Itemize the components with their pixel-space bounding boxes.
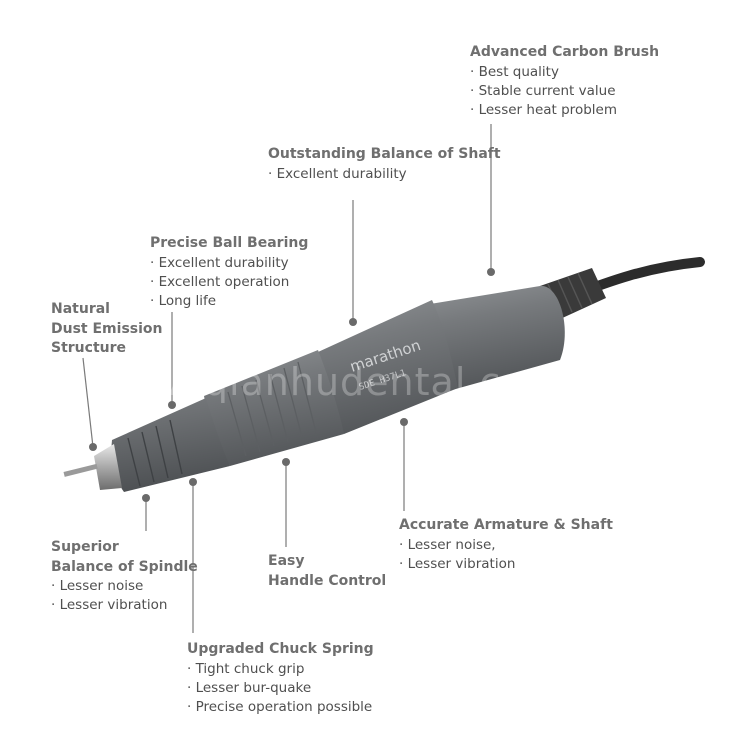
leader-dot [400,418,408,426]
callout-bullet: Best quality [470,63,659,82]
callout-leaders [82,124,495,633]
callout-title-line: Balance of Spindle [51,558,198,575]
callout-bullets: Best qualityStable current valueLesser h… [470,63,659,120]
callout-bullet: Excellent durability [268,165,501,184]
callout-bullet: Lesser noise, [399,536,613,555]
watermark: www.qianhudental.com [98,360,564,404]
callout-bullets: Lesser noiseLesser vibration [51,577,198,615]
callout-title-line: Natural [51,301,110,317]
leader-dot [168,401,176,409]
callout-bullets: Lesser noise,Lesser vibration [399,536,613,574]
callout-bullets: Excellent durability [268,165,501,184]
leader-line [82,357,94,448]
callout-title-line: Handle Control [268,572,387,589]
callout-bullet: Lesser vibration [399,555,613,574]
callout-bullet: Tight chuck grip [187,660,374,679]
leader-dot [142,494,150,502]
leader-dot [89,443,97,451]
callout-title-line: Structure [51,340,127,356]
collet [94,444,122,490]
leader-dot [487,268,495,276]
motor-body [318,300,458,434]
callout-bullet: Lesser noise [51,577,198,596]
grip-grooves [227,361,317,457]
callout-bullet: Precise operation possible [187,698,374,717]
callout-bullet: Excellent durability [150,254,308,273]
callout-shaft-balance: Outstanding Balance of Shaft Excellent d… [268,145,501,184]
grip-section [204,350,344,466]
leader-dot [189,478,197,486]
callout-carbon-brush: Advanced Carbon Brush Best qualityStable… [470,43,659,120]
callout-title-line: Superior [51,539,119,555]
callout-bullets: Excellent durabilityExcellent operationL… [150,254,308,311]
leader-dot [349,318,357,326]
leader-dot [282,458,290,466]
callout-title: Accurate Armature & Shaft [399,516,613,536]
callout-title: Upgraded Chuck Spring [187,640,374,660]
callout-title-line: Advanced Carbon Brush [470,44,660,60]
callout-bullet: Stable current value [470,82,659,101]
callout-bullet: Excellent operation [150,273,308,292]
callout-ball-bearing: Precise Ball Bearing Excellent durabilit… [150,234,308,311]
callout-title-line: Easy [268,553,305,569]
callout-title: Outstanding Balance of Shaft [268,145,501,165]
callout-title-line: Upgraded Chuck Spring [187,641,374,657]
callout-chuck-spring: Upgraded Chuck Spring Tight chuck gripLe… [187,640,374,717]
callout-bullet: Lesser heat problem [470,101,659,120]
callout-title: Precise Ball Bearing [150,234,308,254]
nose-section [111,398,230,492]
callout-bullets: Tight chuck gripLesser bur-quakePrecise … [187,660,374,717]
rear-housing [430,285,565,390]
callout-title-line: Accurate Armature & Shaft [399,517,613,533]
callout-armature-shaft: Accurate Armature & Shaft Lesser noise,L… [399,516,613,574]
nose-ridges [127,419,183,487]
bur-shank [63,463,98,477]
callout-bullet: Lesser vibration [51,596,198,615]
callout-title: Advanced Carbon Brush [470,43,659,63]
callout-title-line: Dust Emission [51,320,163,337]
callout-bullet: Lesser bur-quake [187,679,374,698]
callout-title-line: Precise Ball Bearing [150,235,309,251]
callout-bullet: Long life [150,292,308,311]
callout-title-line: Outstanding Balance of Shaft [268,146,501,162]
